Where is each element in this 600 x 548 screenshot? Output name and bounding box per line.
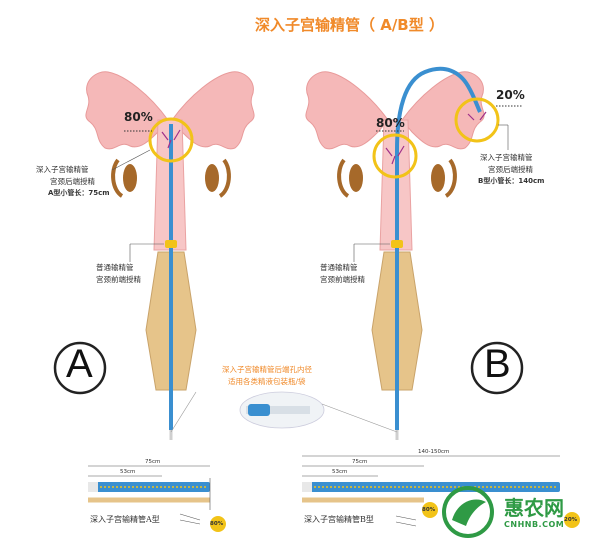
highlight-ring-b-lower (372, 133, 418, 179)
ovary-left-a (123, 164, 137, 192)
normal-label-b-2: 宫颈前端授精 (320, 275, 365, 284)
watermark-text: 惠农网 (504, 496, 564, 520)
deep-label-a-1: 深入子宫输精管 (36, 165, 89, 174)
deep-label-b-2: 宫颈后端授精 (488, 165, 533, 174)
highlight-ring-b-upper (454, 97, 500, 143)
reproductive-tract-a (85, 71, 255, 440)
percent-b-upper: 20% (496, 88, 525, 102)
caption-a: 深入子宫输精管A型 (90, 515, 160, 524)
normal-label-a-2: 宫颈前端授精 (96, 275, 141, 284)
normal-label-b-1: 普通输精管 (320, 263, 358, 272)
highlight-ring-a (148, 117, 194, 163)
normal-label-a-1: 普通输精管 (96, 263, 134, 272)
percent-b-lower: 80% (376, 116, 405, 130)
percent-a: 80% (124, 110, 153, 124)
uterus-horn-left-b (305, 71, 389, 150)
tube-end-detail (170, 391, 398, 433)
watermark-logo (442, 486, 494, 538)
circle-b (470, 341, 524, 395)
uterus-horn-left-a (85, 71, 169, 150)
schematic-b (302, 455, 580, 528)
deep-label-b-1: 深入子宫输精管 (480, 153, 533, 162)
center-note-2: 适用各类精液包装瓶/袋 (228, 377, 306, 386)
reproductive-tract-b (305, 66, 522, 440)
uterus-horn-right-a (171, 71, 255, 150)
ovary-left-b (349, 164, 363, 192)
oviduct-left-a (111, 158, 124, 198)
badge-a: 80% (210, 521, 224, 527)
uterus-horn-right-b (401, 71, 485, 150)
schematic-a (88, 465, 226, 532)
dim-a-short: 53cm (120, 469, 136, 475)
deep-label-a-2: 宫颈后端授精 (50, 177, 95, 186)
caption-b: 深入子宫输精管B型 (304, 515, 374, 524)
circle-a (53, 341, 107, 395)
label-a: A (66, 342, 93, 386)
ovary-right-a (205, 164, 219, 192)
badge-b-end: 20% (564, 517, 578, 523)
label-b: B (484, 342, 511, 386)
dim-b-long: 75cm (352, 459, 368, 465)
center-note-1: 深入子宫输精管后端孔内径 (222, 365, 312, 374)
page-title: 深入子宫输精管（ A/B型 ） (255, 16, 444, 34)
watermark-sub: CNHNB.COM (504, 520, 565, 529)
ovary-right-b (431, 164, 445, 192)
oviduct-right-a (218, 158, 231, 198)
dim-a-long: 75cm (145, 459, 161, 465)
badge-b-mid: 80% (422, 507, 436, 513)
tube-length-b: B型小管长：140cm (478, 177, 545, 185)
tube-length-a: A型小管长：75cm (48, 189, 110, 197)
dim-b-longest: 140-150cm (418, 449, 450, 455)
dim-b-short: 53cm (332, 469, 348, 475)
